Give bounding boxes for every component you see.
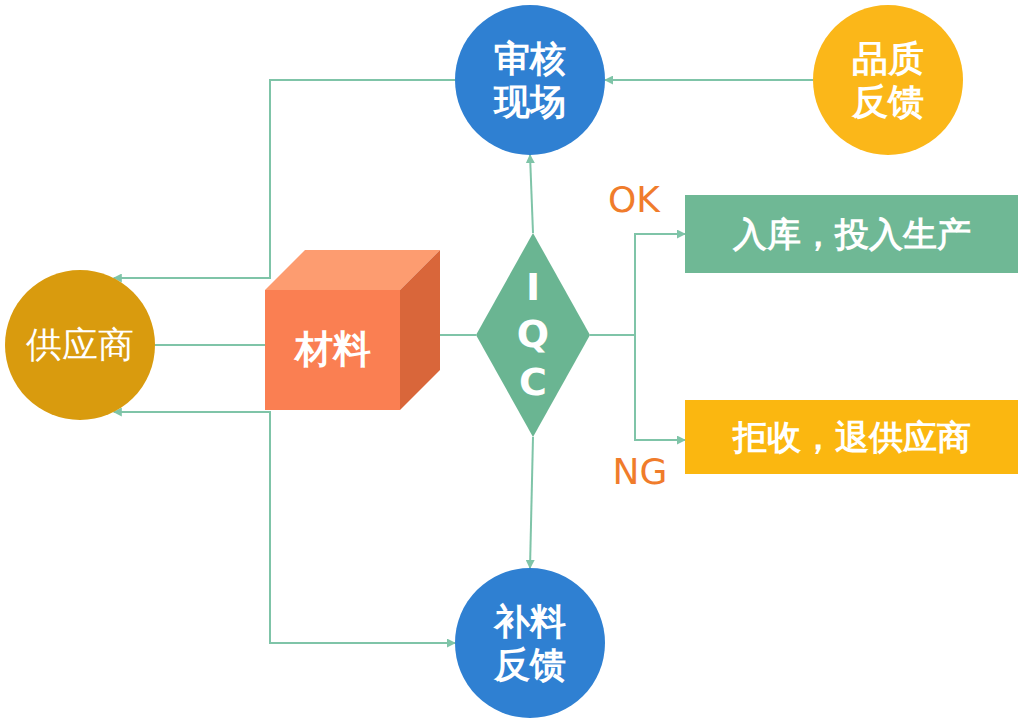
supplier-circle: 供应商 bbox=[5, 270, 155, 420]
process-circle: 审核现场 bbox=[455, 5, 605, 155]
node-text: 拒收，退供应商 bbox=[733, 417, 971, 458]
result-box: 拒收，退供应商 bbox=[685, 400, 1018, 474]
decision-diamond: IQC bbox=[476, 233, 590, 437]
node-text: 材料 bbox=[265, 290, 400, 410]
process-circle: 补料反馈 bbox=[455, 568, 605, 718]
connector-line bbox=[440, 334, 476, 336]
connector-line bbox=[114, 412, 455, 643]
node-text: 补料反馈 bbox=[490, 600, 569, 686]
branch-label: OK bbox=[606, 182, 662, 218]
node-text: IQC bbox=[514, 264, 552, 407]
connector-line bbox=[605, 79, 813, 81]
result-box: 入库，投入生产 bbox=[685, 195, 1018, 273]
node-text: 供应商 bbox=[26, 323, 134, 366]
connector-line bbox=[530, 155, 533, 233]
cube-side bbox=[400, 250, 440, 410]
connector-line bbox=[590, 335, 685, 440]
connector-line bbox=[114, 80, 455, 278]
branch-label: NG bbox=[611, 454, 670, 490]
connector-line bbox=[530, 437, 533, 568]
node-text: 入库，投入生产 bbox=[733, 214, 971, 255]
connector-line bbox=[590, 234, 685, 335]
feedback-circle: 品质反馈 bbox=[813, 5, 963, 155]
diamond-fill bbox=[476, 233, 590, 437]
connector-line bbox=[155, 344, 265, 346]
material-cube: 材料 bbox=[265, 250, 440, 410]
node-text: 品质反馈 bbox=[848, 37, 927, 123]
node-text: 审核现场 bbox=[490, 37, 569, 123]
cube-front bbox=[265, 290, 400, 410]
